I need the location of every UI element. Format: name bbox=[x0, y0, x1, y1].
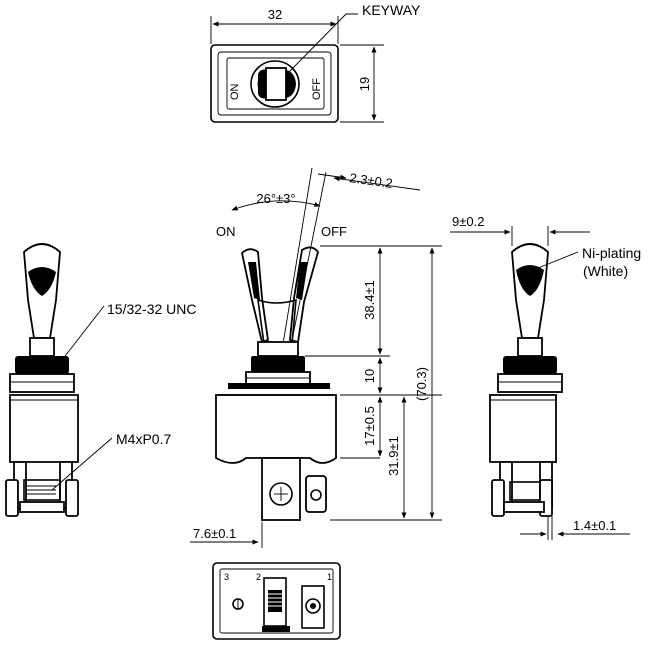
bottom-view: 3 2 1 bbox=[212, 562, 341, 640]
lever-width-dim: 2.3±0.2 bbox=[349, 170, 394, 191]
terminal-thickness-dim: 1.4±0.1 bbox=[573, 518, 616, 533]
terminal-number-2: 2 bbox=[256, 572, 261, 582]
lower-dim: 31.9±1 bbox=[386, 436, 401, 476]
terminal-number-1: 1 bbox=[327, 572, 332, 582]
thread-label: 15/32-32 UNC bbox=[107, 301, 197, 317]
lever-height-dim: 38.4±1 bbox=[362, 280, 377, 320]
keyway-label: KEYWAY bbox=[362, 2, 421, 18]
body-dim: 17±0.5 bbox=[362, 406, 377, 446]
right-lever-width-dim: 9±0.2 bbox=[452, 214, 484, 229]
right-view: 9±0.2 Ni-plating (White) 1.4±0.1 bbox=[450, 214, 641, 540]
top-height-dim: 19 bbox=[357, 77, 372, 91]
angle-dim: 26°±3° bbox=[256, 191, 295, 206]
front-on-label: ON bbox=[216, 224, 236, 239]
top-width-dim: 32 bbox=[268, 7, 282, 22]
screw-label: M4xP0.7 bbox=[116, 431, 171, 447]
left-view: 15/32-32 UNC M4xP0.7 bbox=[5, 243, 197, 517]
bushing-dim: 10 bbox=[362, 369, 377, 383]
front-off-label: OFF bbox=[321, 224, 347, 239]
total-height-dim: (70.3) bbox=[414, 367, 429, 401]
terminal-offset-dim: 7.6±0.1 bbox=[193, 526, 236, 541]
plating-label-line2: (White) bbox=[583, 263, 628, 279]
top-off-label: OFF bbox=[311, 78, 323, 100]
top-view: ON OFF 32 19 KEYWAY bbox=[210, 2, 421, 123]
plating-label-line1: Ni-plating bbox=[582, 245, 641, 261]
top-on-label: ON bbox=[229, 83, 241, 100]
terminal-number-3: 3 bbox=[224, 572, 229, 582]
front-view: 26°±3° ON OFF 2.3±0.2 38.4±1 10 17±0.5 3… bbox=[190, 167, 442, 548]
